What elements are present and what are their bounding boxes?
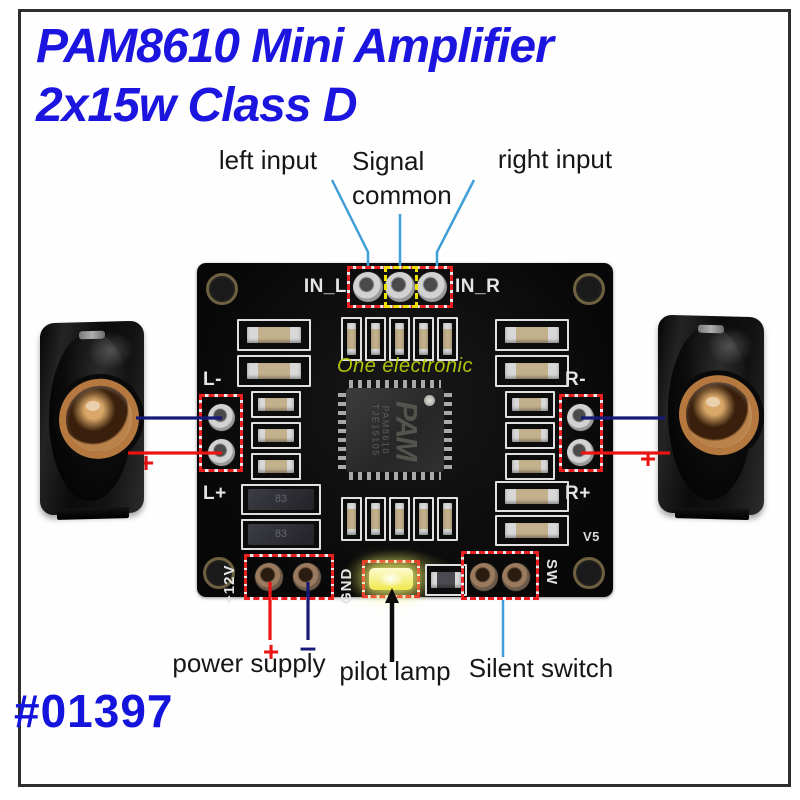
signal-label-line2: common [352, 180, 452, 210]
right-speaker-plus-mark: + [639, 443, 657, 474]
title-line-2: 2x15w Class D [36, 78, 358, 132]
smd-capacitor [237, 319, 311, 351]
right-output-pad-minus [567, 404, 594, 431]
speaker-logo [698, 324, 724, 334]
chip-pin1-dot [424, 395, 435, 406]
speaker-stand [56, 507, 130, 520]
inductor-code: 83 [274, 528, 288, 541]
chip-part-number: PAM8610 [380, 405, 391, 455]
mounting-hole [206, 273, 238, 305]
power-pads-highlight [244, 554, 334, 600]
smd-capacitor [505, 453, 555, 480]
input-pad-common [385, 272, 415, 302]
inductor-code: 83 [274, 493, 288, 506]
sku-number: #01397 [14, 685, 174, 737]
pilot-lamp-label: pilot lamp [339, 656, 451, 686]
smd-capacitor [495, 515, 569, 546]
r-minus-silkscreen: R- [565, 369, 587, 390]
title-line-1: PAM8610 Mini Amplifier [36, 20, 554, 73]
watermark-text: One electronic [337, 355, 473, 377]
signal-common-label: Signal common [352, 144, 470, 212]
speaker-driver [679, 374, 759, 457]
pam8610-chip: PAM PAM8610 TJE15105 [338, 380, 452, 480]
smd-resistor [425, 564, 467, 596]
chip-body: PAM PAM8610 TJE15105 [346, 388, 444, 472]
in-r-silkscreen: IN_R [455, 276, 501, 297]
chip-logo: PAM [389, 400, 423, 460]
in-l-silkscreen: IN_L [303, 276, 347, 297]
right-output-highlight [559, 394, 603, 472]
smd-capacitor [505, 422, 555, 449]
left-speaker [40, 320, 144, 520]
v5-silkscreen: V5 [583, 529, 600, 544]
left-output-pad-plus [208, 439, 235, 466]
smd-inductor: 83 [241, 519, 321, 550]
smd-capacitor [495, 319, 569, 351]
chip-pins [349, 380, 441, 388]
smd-capacitor [251, 453, 301, 480]
smd-capacitor [495, 355, 569, 387]
power-pad-minus [293, 563, 321, 591]
smd-capacitor [413, 497, 434, 541]
smd-capacitor [437, 317, 458, 361]
chip-pins [444, 391, 452, 469]
pilot-lamp-led [369, 568, 413, 590]
power-plus-mark: + [262, 636, 280, 667]
smd-capacitor [365, 317, 386, 361]
smd-capacitor [389, 497, 410, 541]
chip-lot-code: TJE15105 [370, 403, 381, 457]
input-pad-right [417, 272, 447, 302]
right-output-pad-plus [567, 439, 594, 466]
signal-common-highlight [384, 266, 418, 308]
left-input-label: left input [218, 145, 318, 175]
mounting-hole [573, 557, 605, 589]
chip-marking: PAM PAM8610 TJE15105 [370, 400, 423, 460]
left-output-pad-minus [208, 404, 235, 431]
smd-capacitor [251, 422, 301, 449]
smd-capacitor [341, 317, 362, 361]
switch-pad [470, 563, 498, 591]
v12-silkscreen: +12V [221, 564, 238, 604]
mounting-hole [203, 557, 235, 589]
right-speaker [658, 314, 764, 520]
page-title: PAM8610 Mini Amplifier 2x15w Class D [36, 18, 554, 135]
amplifier-board: IN_L IN_R One electronic [197, 263, 613, 604]
smd-capacitor [365, 497, 386, 541]
right-input-label: right input [497, 144, 613, 174]
smd-capacitor [413, 317, 434, 361]
smd-capacitor [251, 391, 301, 418]
smd-inductor: 83 [241, 484, 321, 515]
l-plus-silkscreen: L+ [203, 483, 227, 504]
gnd-silkscreen: GND [338, 567, 355, 604]
left-output-highlight [199, 394, 243, 472]
l-minus-silkscreen: L- [203, 369, 222, 390]
speaker-stand [674, 507, 750, 520]
smd-capacitor [437, 497, 458, 541]
smd-capacitor [237, 355, 311, 387]
smd-capacitor [505, 391, 555, 418]
mounting-hole [573, 273, 605, 305]
signal-label-line1: Signal [352, 146, 425, 176]
silent-switch-highlight [461, 551, 539, 600]
chip-pins [349, 472, 441, 480]
power-supply-label: power supply [172, 648, 326, 678]
input-pad-left [353, 272, 383, 302]
speaker-logo [79, 330, 105, 340]
silent-switch-label: Silent switch [468, 653, 614, 683]
switch-pad [502, 563, 530, 591]
power-minus-mark: – [299, 631, 317, 664]
smd-capacitor [389, 317, 410, 361]
smd-capacitor [495, 481, 569, 512]
r-plus-silkscreen: R+ [565, 483, 591, 504]
smd-capacitor [341, 497, 362, 541]
power-pad-plus [255, 563, 283, 591]
sw-silkscreen: SW [543, 559, 560, 586]
chip-pins [338, 391, 346, 469]
